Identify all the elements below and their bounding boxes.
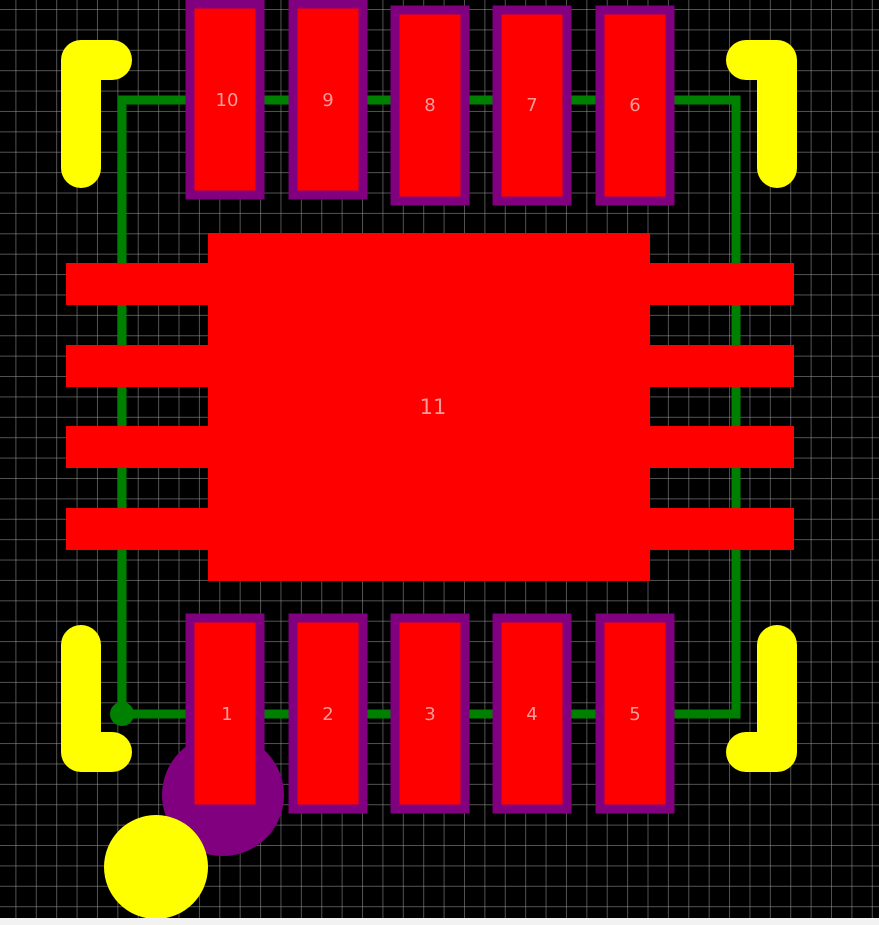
pad-7[interactable]: 7 [492,5,572,206]
silk-corner-top-right [726,40,797,188]
pad-9-label: 9 [322,90,333,111]
pad-4[interactable]: 4 [492,613,572,814]
pad-6[interactable]: 6 [595,5,675,206]
status-strip [0,918,879,925]
thermal-pad[interactable] [66,233,794,581]
pin1-silk-marker [104,815,208,918]
pad-6-label: 6 [629,95,640,116]
silk-corner-bottom-right [726,625,797,772]
pad-3-label: 3 [424,704,435,725]
silk-corner-top-left [61,40,132,188]
pad-10-label: 10 [216,90,239,111]
pad-8[interactable]: 8 [390,5,470,206]
pad-1-label: 1 [221,704,232,725]
pad-7-label: 7 [526,95,537,116]
pad-3[interactable]: 3 [390,613,470,814]
thermal-pad-label: 11 [420,395,447,419]
pad-9[interactable]: 9 [288,0,368,200]
silk-corner-bottom-left [61,625,132,772]
silkscreen-corners [61,40,797,772]
pad-8-label: 8 [424,95,435,116]
pad-10[interactable]: 10 [185,0,265,200]
bottom-pad-row: 1 2 3 4 5 [185,613,675,814]
top-pad-row: 10 9 8 7 6 [185,0,675,206]
pad-5-label: 5 [629,704,640,725]
pad-1[interactable]: 1 [185,613,265,814]
pad-4-label: 4 [526,704,537,725]
pad-2-label: 2 [322,704,333,725]
pin1-outline-dot [110,702,134,726]
pad-2[interactable]: 2 [288,613,368,814]
pad-5[interactable]: 5 [595,613,675,814]
